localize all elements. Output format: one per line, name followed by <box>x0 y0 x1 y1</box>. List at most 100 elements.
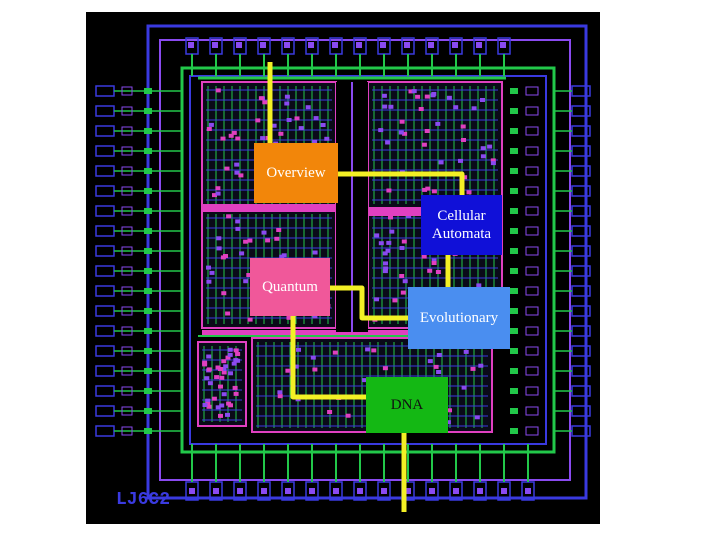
layout-shape <box>233 348 239 353</box>
layout-shape <box>260 42 266 48</box>
layout-shape <box>382 269 388 274</box>
overview-label: Overview <box>266 165 326 181</box>
layout-shape <box>470 366 476 371</box>
layout-shape <box>383 261 388 266</box>
layout-shape <box>121 406 133 416</box>
layout-shape <box>385 140 391 145</box>
layout-shape <box>285 488 291 494</box>
layout-shape <box>374 233 380 238</box>
layout-shape <box>436 353 442 357</box>
layout-shape <box>121 166 133 176</box>
cellular-automata-label: Cellular Automata <box>431 208 492 242</box>
layout-shape <box>480 146 486 151</box>
layout-shape <box>510 168 518 174</box>
layout-shape <box>510 128 518 134</box>
layout-shape <box>286 315 292 320</box>
layout-shape <box>121 386 133 396</box>
layout-shape <box>525 366 539 376</box>
layout-shape <box>225 412 230 417</box>
layout-shape <box>480 98 485 102</box>
layout-shape <box>285 368 291 373</box>
layout-shape <box>305 105 311 110</box>
layout-shape <box>226 401 232 406</box>
layout-shape <box>462 175 468 180</box>
layout-shape <box>500 42 506 48</box>
layout-shape <box>510 188 518 194</box>
layout-shape <box>144 188 152 194</box>
layout-shape <box>228 133 234 138</box>
layout-shape <box>144 148 152 154</box>
layout-shape <box>525 346 539 356</box>
layout-shape <box>121 306 133 316</box>
layout-shape <box>480 154 486 159</box>
layout-shape <box>525 106 539 116</box>
cellular-automata-node[interactable]: Cellular Automata <box>421 195 502 255</box>
layout-shape <box>234 170 240 175</box>
layout-shape <box>144 208 152 214</box>
layout-shape <box>144 428 152 434</box>
layout-shape <box>274 236 280 241</box>
layout-shape <box>225 311 231 316</box>
dna-node[interactable]: DNA <box>366 377 448 433</box>
quantum-node[interactable]: Quantum <box>250 258 330 316</box>
layout-shape <box>320 123 326 127</box>
layout-shape <box>471 106 477 111</box>
layout-shape <box>510 228 518 234</box>
layout-shape <box>458 158 463 163</box>
layout-shape <box>446 95 452 100</box>
layout-shape <box>202 204 336 212</box>
layout-shape <box>382 104 388 109</box>
layout-shape <box>206 265 211 270</box>
layout-shape <box>429 488 435 494</box>
layout-shape <box>308 42 314 48</box>
layout-shape <box>235 226 241 231</box>
layout-shape <box>525 306 539 316</box>
layout-shape <box>357 488 363 494</box>
overview-node[interactable]: Overview <box>254 143 338 203</box>
layout-shape <box>218 384 223 389</box>
quantum-to-evolutionary-connector <box>330 285 408 321</box>
layout-shape <box>207 381 213 386</box>
layout-shape <box>243 239 249 244</box>
layout-shape <box>144 248 152 254</box>
layout-shape <box>476 42 482 48</box>
layout-shape <box>144 128 152 134</box>
evolutionary-node[interactable]: Evolutionary <box>408 287 510 349</box>
quantum-label: Quantum <box>262 279 318 295</box>
layout-shape <box>221 291 227 296</box>
layout-shape <box>219 375 225 380</box>
evolutionary-label: Evolutionary <box>419 310 499 326</box>
layout-shape <box>206 354 212 359</box>
layout-shape <box>525 226 539 236</box>
layout-shape <box>180 66 556 454</box>
layout-shape <box>382 251 388 256</box>
layout-shape <box>231 361 237 366</box>
layout-shape <box>431 189 437 194</box>
layout-shape <box>411 89 417 94</box>
layout-shape <box>227 347 233 352</box>
layout-shape <box>510 88 518 94</box>
layout-shape <box>286 118 292 122</box>
layout-shape <box>510 308 518 314</box>
layout-shape <box>236 42 242 48</box>
layout-shape <box>189 488 195 494</box>
layout-shape <box>235 352 241 356</box>
layout-shape <box>525 206 539 216</box>
layout-shape <box>404 42 410 48</box>
layout-shape <box>226 214 232 219</box>
layout-shape <box>312 250 318 255</box>
layout-shape <box>362 378 367 383</box>
layout-shape <box>221 370 227 375</box>
layout-shape <box>121 246 133 256</box>
layout-shape <box>421 254 427 259</box>
layout-shape <box>159 39 571 481</box>
quantum-to-dna-connector <box>290 316 366 400</box>
layout-shape <box>238 173 244 178</box>
layout-shape <box>400 290 406 295</box>
layout-shape <box>447 408 452 413</box>
layout-shape <box>356 42 362 48</box>
layout-shape <box>398 130 404 135</box>
layout-shape <box>215 186 221 191</box>
layout-shape <box>213 488 219 494</box>
